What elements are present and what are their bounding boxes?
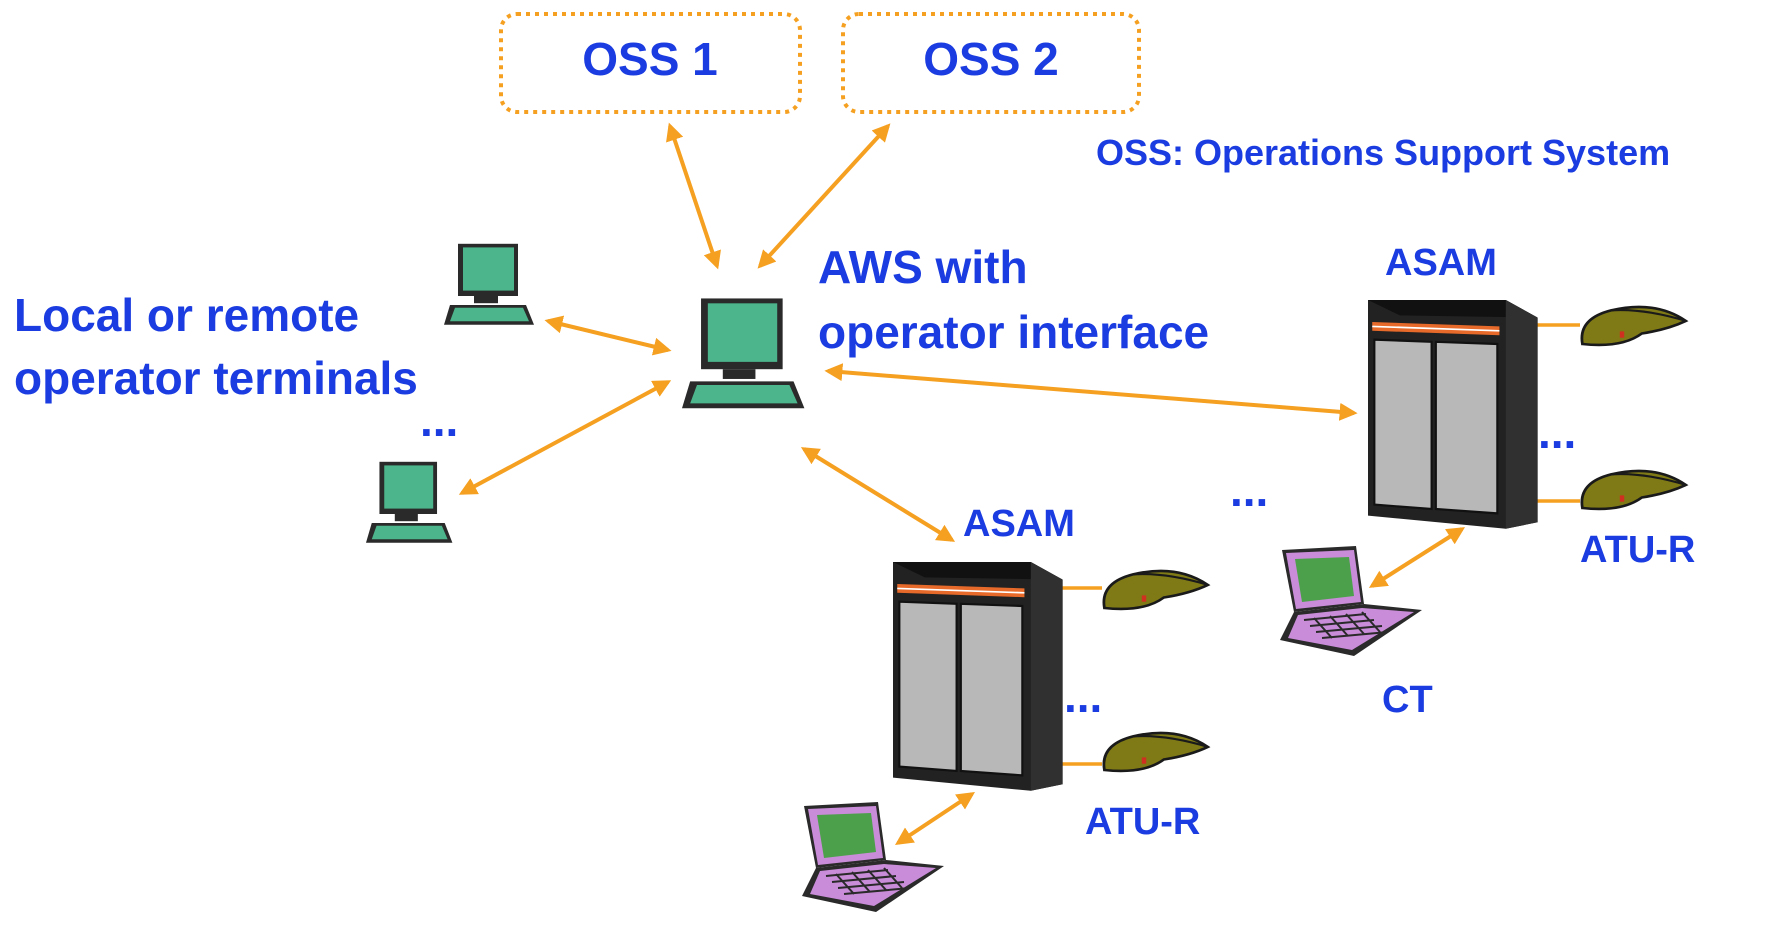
oss-legend: OSS: Operations Support System <box>1096 132 1670 173</box>
arrow-ct-asam2 <box>894 792 976 845</box>
arrow-terminal2-aws <box>458 380 672 495</box>
asam-ellipsis: ... <box>1230 464 1268 516</box>
modem-ellipsis-2: ... <box>1064 670 1102 722</box>
craft-terminal-icon-2 <box>801 801 945 913</box>
atu-r-modem-icon-2 <box>1580 469 1688 511</box>
aws-label-line2: operator interface <box>818 306 1209 358</box>
aws-terminal-icon <box>682 298 805 409</box>
craft-terminal-icon-1 <box>1279 545 1423 657</box>
operator-terminal-icon-2 <box>366 461 453 543</box>
oss-box-1: OSS 1 <box>499 12 802 114</box>
atu-r-modem-icon-1 <box>1580 305 1688 347</box>
connection-arrows <box>458 122 1466 845</box>
oss-box-2: OSS 2 <box>841 12 1141 114</box>
oss-box-2-label: OSS 2 <box>923 33 1059 85</box>
asam-rack-icon-1 <box>1366 298 1539 530</box>
atu-r-modem-icon-3 <box>1102 569 1210 611</box>
oss-box-1-label: OSS 1 <box>582 33 718 85</box>
asam-label-2: ASAM <box>963 503 1075 545</box>
atu-r-label-2: ATU-R <box>1085 801 1200 843</box>
arrow-aws-oss1 <box>666 122 721 270</box>
arrow-aws-asam2 <box>800 447 956 542</box>
arrow-ct-asam1 <box>1368 527 1466 588</box>
asam-rack-icon-2 <box>891 560 1064 792</box>
terminals-label-line2: operator terminals <box>14 352 418 404</box>
terminals-label-line1: Local or remote <box>14 289 359 341</box>
arrow-aws-oss2 <box>757 123 891 269</box>
atu-r-modem-icon-4 <box>1102 731 1210 773</box>
asam-label-1: ASAM <box>1385 242 1497 284</box>
atu-r-label-1: ATU-R <box>1580 529 1695 571</box>
aws-label-line1: AWS with <box>818 241 1028 293</box>
operator-terminal-icon-1 <box>444 243 534 325</box>
terminals-ellipsis: ... <box>420 394 458 446</box>
arrow-aws-asam1 <box>824 363 1358 421</box>
ct-label: CT <box>1382 679 1433 721</box>
modem-ellipsis-1: ... <box>1538 406 1576 458</box>
arrow-terminal1-aws <box>544 315 672 356</box>
